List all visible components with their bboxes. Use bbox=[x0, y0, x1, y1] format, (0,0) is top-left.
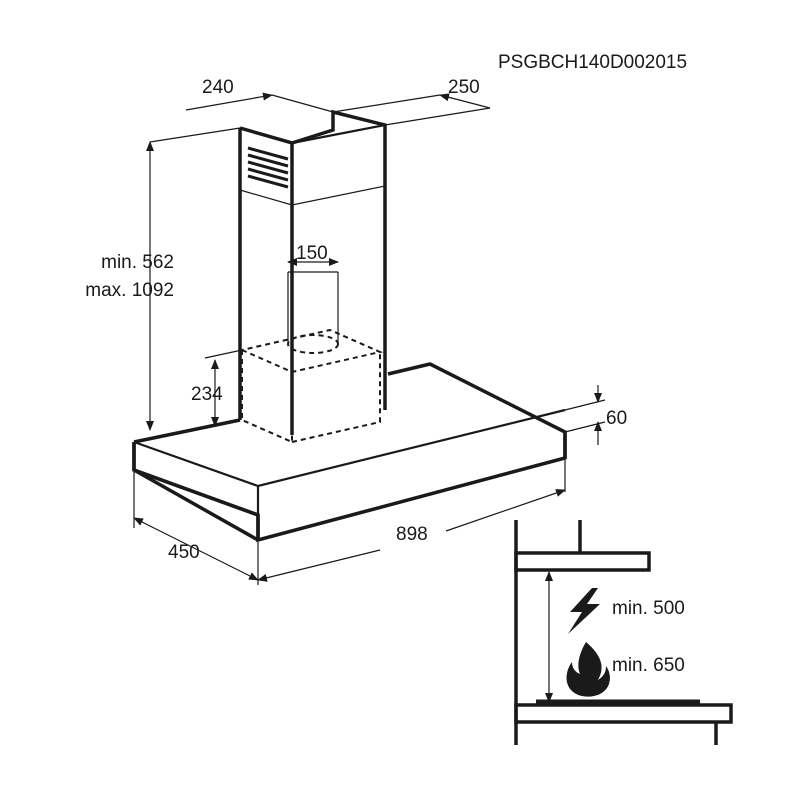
dimension-60: 60 bbox=[564, 385, 627, 445]
dimension-250-label: 250 bbox=[448, 77, 480, 98]
chimney-height-max-label: max. 1092 bbox=[85, 280, 174, 301]
lightning-icon bbox=[568, 588, 600, 634]
flame-icon bbox=[566, 642, 610, 697]
dimension-250: 250 bbox=[332, 77, 491, 126]
dimension-450-label: 450 bbox=[168, 542, 200, 563]
dimension-150-label: 150 bbox=[296, 243, 328, 264]
motor-box-dashed bbox=[238, 328, 384, 444]
chimney-height-min-label: min. 562 bbox=[101, 252, 174, 273]
electric-clearance-label: min. 500 bbox=[612, 598, 685, 619]
gas-clearance-label: min. 650 bbox=[612, 655, 685, 676]
dimension-150: 150 bbox=[287, 243, 339, 266]
chimney bbox=[238, 109, 387, 444]
dimension-450: 450 bbox=[133, 472, 259, 585]
vent-slots-icon bbox=[247, 146, 289, 189]
dimension-234: 234 bbox=[191, 349, 243, 427]
dimension-234-label: 234 bbox=[191, 384, 223, 405]
dimension-898-label: 898 bbox=[396, 524, 428, 545]
drawing-code: PSGBCH140D002015 bbox=[498, 52, 687, 73]
dimension-240-label: 240 bbox=[202, 77, 234, 98]
dimension-240: 240 bbox=[185, 77, 334, 113]
dimension-chimney-height: min. 562 max. 1092 bbox=[85, 141, 174, 431]
clearance-inset: min. 500 min. 650 bbox=[514, 520, 733, 745]
dimension-898: 898 bbox=[257, 460, 566, 582]
dimension-60-label: 60 bbox=[606, 408, 627, 429]
